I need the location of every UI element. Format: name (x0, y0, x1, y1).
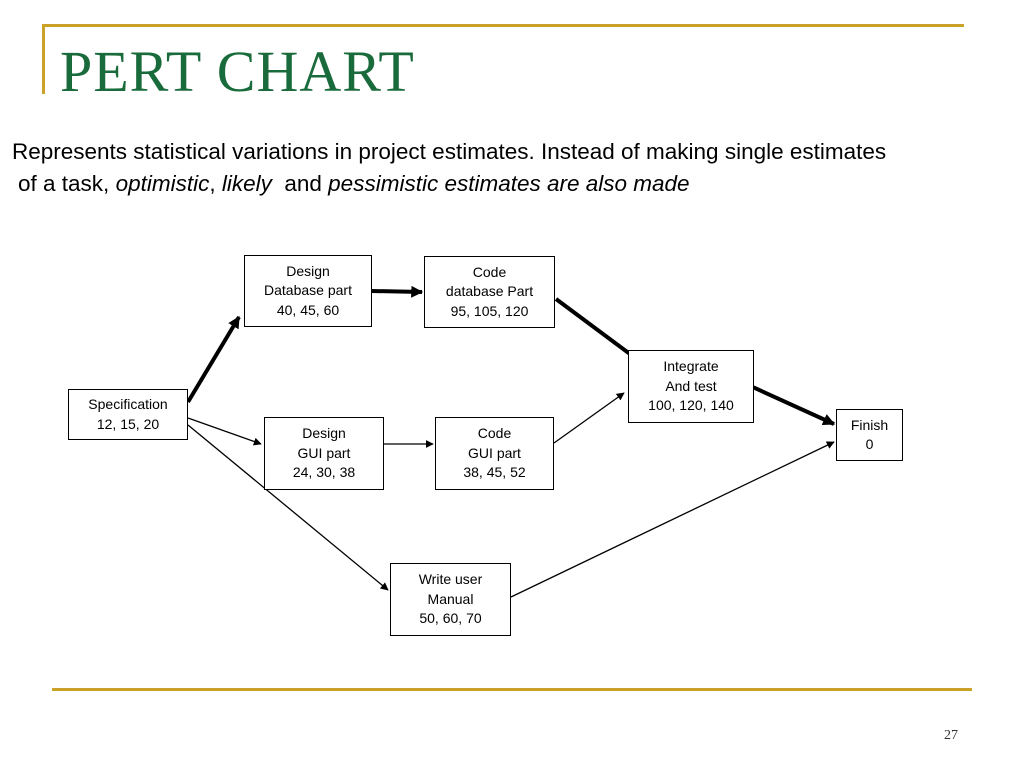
node-label: Code (477, 425, 512, 442)
term-optimistic: optimistic (115, 171, 210, 196)
title-rule-left (42, 24, 45, 94)
node-label: Write user (418, 571, 483, 588)
term-pessimistic: pessimistic estimates are also made (328, 171, 690, 196)
node-label: Design (302, 425, 346, 442)
edge-code-gui-to-integrate (553, 392, 625, 444)
node-label: GUI part (468, 444, 521, 461)
title-rule-top (42, 24, 964, 27)
node-label: Specification (88, 396, 168, 412)
node-label: Database part (264, 282, 352, 299)
node-label: Integrate (663, 358, 719, 375)
subtitle-line-2: of a task, optimistic, likely and pessim… (12, 168, 886, 200)
node-label: Design (286, 262, 330, 279)
node-estimates: 100, 120, 140 (648, 397, 734, 414)
node-finish: Finish 0 (836, 409, 903, 461)
node-estimates: 50, 60, 70 (419, 610, 482, 627)
node-label: database Part (445, 283, 534, 300)
node-write-manual: Write user Manual 50, 60, 70 (390, 563, 511, 636)
slide-subtitle: Represents statistical variations in pro… (12, 136, 886, 200)
node-estimates: 38, 45, 52 (463, 464, 526, 481)
subtitle-prefix: of a task, (18, 171, 116, 196)
node-label: Finish (850, 416, 889, 433)
edge-spec-to-design-db (186, 315, 241, 404)
node-design-gui: Design GUI part 24, 30, 38 (264, 417, 384, 490)
node-estimates: 95, 105, 120 (450, 302, 529, 319)
node-specification: Specification 12, 15, 20 (68, 389, 188, 440)
node-design-database: Design Database part 40, 45, 60 (244, 255, 372, 327)
slide-title: PERT CHART (60, 39, 415, 104)
subtitle-connector: and (271, 171, 329, 196)
node-code-database: Code database Part 95, 105, 120 (424, 256, 555, 328)
node-estimates: 24, 30, 38 (292, 464, 356, 481)
node-integrate-test: Integrate And test 100, 120, 140 (628, 350, 754, 423)
term-likely: likely (221, 171, 272, 196)
node-code-gui: Code GUI part 38, 45, 52 (435, 417, 554, 490)
page-number: 27 (944, 728, 958, 743)
subtitle-line-1: Represents statistical variations in pro… (12, 139, 887, 164)
footer-rule (52, 688, 972, 691)
node-label: Code (472, 263, 507, 280)
node-label: Manual (427, 590, 474, 607)
node-label: And test (665, 377, 717, 394)
node-label: GUI part (297, 444, 351, 461)
subtitle-comma: , (209, 171, 222, 196)
edge-spec-to-manual (187, 424, 389, 591)
node-estimates: 0 (865, 436, 874, 452)
edge-spec-to-design-gui (187, 417, 262, 446)
edge-manual-to-finish (510, 441, 835, 598)
edge-design-db-to-code-db (371, 285, 424, 298)
node-estimates: 12, 15, 20 (96, 415, 160, 432)
node-estimates: 40, 45, 60 (276, 301, 340, 318)
